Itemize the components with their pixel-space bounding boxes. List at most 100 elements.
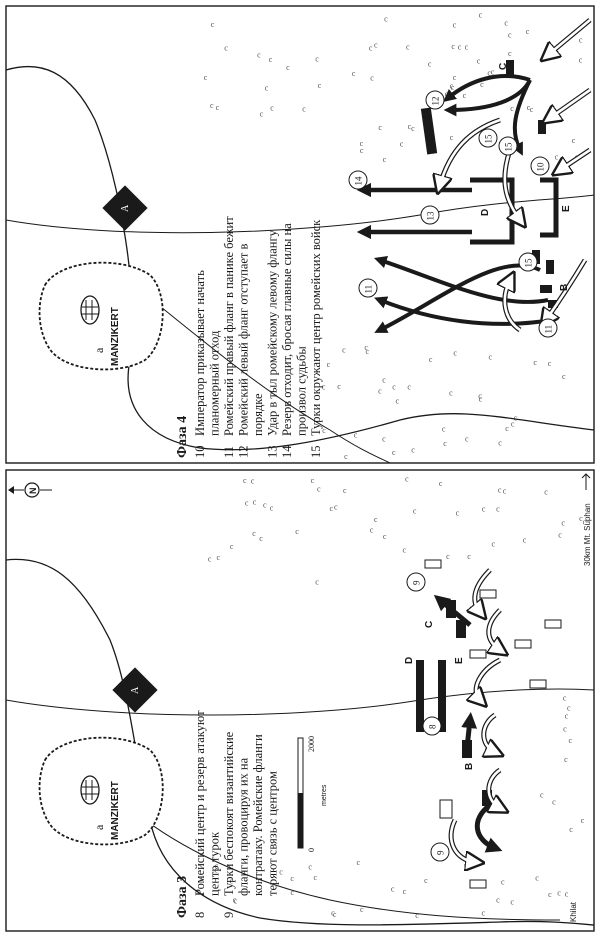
terrain-mark: c: [279, 868, 283, 877]
terrain-mark: c: [295, 527, 299, 536]
terrain-mark: c: [478, 392, 482, 401]
marker-circle: [430, 842, 450, 862]
terrain-mark: c: [257, 51, 261, 60]
top-town-walls: [38, 261, 164, 371]
top_panel-item-line: планомерный отход: [208, 330, 222, 436]
terrain-mark: c: [514, 413, 518, 422]
terrain-mark: c: [403, 887, 407, 896]
marker-circle: [538, 318, 558, 338]
terrain-mark: c: [327, 360, 331, 369]
terrain-mark: c: [408, 122, 412, 131]
terrain-mark: c: [357, 858, 361, 867]
terrain-mark: c: [413, 506, 417, 515]
terrain-mark: c: [364, 343, 368, 352]
terrain-mark: c: [315, 577, 319, 586]
top-unit-label-D: D: [480, 209, 491, 216]
terrain-mark: c: [548, 890, 552, 899]
terrain-mark: c: [498, 439, 502, 448]
terrain-mark: c: [501, 878, 505, 887]
scale-unit: metres: [321, 784, 328, 806]
top_panel-item-num: 14: [280, 445, 294, 458]
terrain-mark: c: [331, 908, 335, 917]
terrain-mark: c: [565, 712, 569, 721]
top-unit-label-C: C: [498, 63, 509, 70]
terrain-mark: c: [208, 555, 212, 564]
top-panel-frame: [5, 5, 595, 464]
terrain-mark: c: [510, 104, 514, 113]
terrain-mark: c: [286, 63, 290, 72]
marker-label: 15: [524, 258, 534, 268]
terrain-mark: c: [540, 790, 544, 799]
terrain-mark: c: [565, 890, 569, 899]
marker-label: 9: [412, 580, 422, 585]
terrain-mark: c: [224, 43, 228, 52]
marker-label: 15: [484, 134, 494, 144]
scale-end: 2000: [307, 736, 316, 752]
terrain-mark: c: [557, 889, 561, 898]
top-town-letter: a: [92, 347, 106, 353]
bottom_panel-item-line: контратаку. Ромейские фланги: [251, 734, 265, 896]
bottom-phase-title: Фаза 3: [175, 876, 190, 918]
marker-label: 13: [426, 211, 436, 221]
scale-start: 0: [307, 848, 316, 852]
terrain-mark: c: [269, 55, 273, 64]
top_panel-item-line: произвол судьбы: [295, 346, 309, 436]
terrain-mark: c: [555, 152, 559, 161]
marker-circle: [530, 156, 550, 176]
terrain-mark: c: [259, 534, 263, 543]
terrain-mark: c: [465, 42, 469, 51]
terrain-mark: c: [360, 139, 364, 148]
top_panel-item-num: 15: [309, 446, 323, 459]
terrain-mark: c: [270, 504, 274, 513]
road-label-khilat: Khilat: [569, 901, 578, 922]
terrain-mark: c: [234, 896, 238, 905]
marker-label: 11: [364, 285, 374, 294]
marker-circle: [518, 252, 538, 272]
terrain-mark: c: [477, 57, 481, 66]
terrain-mark: c: [482, 505, 486, 514]
terrain-mark: c: [411, 124, 415, 133]
terrain-mark: c: [530, 105, 534, 114]
marker-label: 12: [431, 97, 441, 106]
terrain-mark: c: [453, 349, 457, 358]
terrain-mark: c: [243, 476, 247, 485]
terrain-mark: c: [451, 42, 455, 51]
terrain-mark: c: [564, 755, 568, 764]
terrain-mark: c: [569, 825, 573, 834]
terrain-mark: c: [370, 74, 374, 83]
terrain-mark: c: [315, 55, 319, 64]
terrain-mark: c: [245, 499, 249, 508]
terrain-mark: c: [563, 694, 567, 703]
top_panel-item-line: Ромейский правый фланг в панике бежит: [222, 216, 236, 436]
bottom_panel-item-line: Ромейский центр и резерв атакуют: [193, 710, 207, 896]
top_panel-item-num: 12: [237, 446, 251, 459]
terrain-mark: c: [214, 866, 218, 875]
top-unit-label-B: B: [559, 284, 570, 291]
terrain-mark: c: [322, 426, 326, 435]
terrain-mark: c: [504, 19, 508, 28]
terrain-mark: c: [216, 103, 220, 112]
bottom-unit-D: [416, 660, 424, 732]
terrain-mark: c: [496, 504, 500, 513]
marker-circle: [420, 205, 440, 225]
bottom_panel-item-line: центр турок: [208, 831, 222, 896]
marker-label: 8: [428, 724, 438, 729]
terrain-mark: c: [290, 874, 294, 883]
bottom-unit-label-E: E: [454, 657, 465, 664]
terrain-mark: c: [396, 397, 400, 406]
top_panel-item-line: Турки окружают центр ромейских войск: [309, 219, 323, 436]
terrain-mark: c: [526, 27, 530, 36]
marker-label: 10: [536, 162, 546, 172]
top-town-label: MANZIKERT: [110, 307, 121, 366]
top-camp: [102, 185, 148, 231]
marker-circle: [425, 90, 445, 110]
top-unit-E: [540, 177, 559, 238]
marker-label: 9: [436, 850, 446, 855]
terrain-mark: c: [260, 110, 264, 119]
terrain-mark: c: [322, 383, 326, 392]
terrain-mark: c: [217, 553, 221, 562]
terrain-mark: c: [374, 41, 378, 50]
terrain-mark: c: [456, 509, 460, 518]
terrain-mark: c: [311, 476, 315, 485]
